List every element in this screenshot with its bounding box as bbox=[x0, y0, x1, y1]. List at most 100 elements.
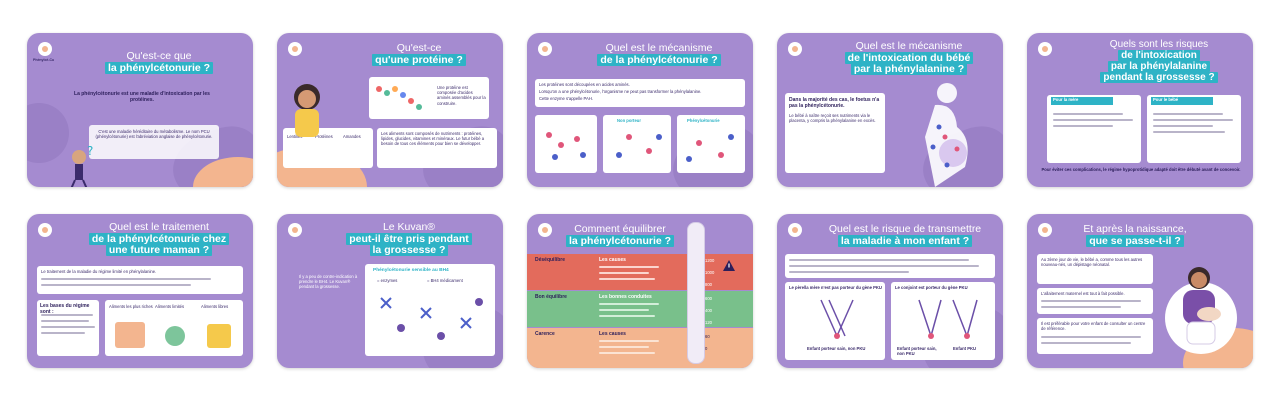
brand-logo-icon bbox=[288, 223, 302, 237]
molecule-dots-icon bbox=[546, 132, 734, 162]
carrier-child-caption: Enfant porteur sain, non PKU bbox=[897, 346, 937, 357]
scale-tick-1200: 1200 bbox=[705, 258, 715, 263]
baby-risk-heading: Pour le bébé bbox=[1151, 97, 1213, 105]
slide-title: Quel est le risque de transmettre la mal… bbox=[828, 223, 982, 247]
scale-tick-0: 0 bbox=[705, 346, 708, 351]
intoxication-bold-text: Dans la majorité des cas, le foetus n'a … bbox=[789, 97, 880, 109]
scale-tick-800: 800 bbox=[705, 282, 712, 287]
food-label-almonds: Amandes bbox=[343, 134, 361, 139]
scale-tick-400: 400 bbox=[705, 308, 712, 313]
row-label-deficiency: Carence bbox=[535, 331, 555, 337]
mechanism-bullet-1: Les protéines sont découpées en acides a… bbox=[539, 82, 630, 87]
slide-title: Qu'est-ce qu'une protéine ? bbox=[347, 42, 491, 66]
deficiency-row bbox=[527, 328, 753, 368]
phenylalanine-thermometer bbox=[687, 222, 705, 364]
scale-tick-60: 60 bbox=[705, 334, 710, 339]
mother-breastfeeding-icon bbox=[1165, 267, 1237, 354]
slide-thumbnail-3[interactable]: Quel est le mécanisme de la phénylcétonu… bbox=[527, 33, 753, 187]
scale-tick-120: 120 bbox=[705, 320, 712, 325]
slide-title: Comment équilibrer la phénylcétonurie ? bbox=[557, 223, 683, 247]
newborn-screening-text: Au 3ème jour de vie, le bébé a, comme to… bbox=[1041, 257, 1143, 268]
slide-thumbnail-8[interactable]: Comment équilibrer la phénylcétonurie ? … bbox=[527, 214, 753, 368]
brand-logo-icon bbox=[288, 42, 302, 56]
non-carrier-parent-panel bbox=[785, 282, 885, 360]
slide-body-small: C'est une maladie héréditaire du métabol… bbox=[95, 129, 213, 140]
scale-tick-1000: 1000 bbox=[705, 270, 715, 275]
risk-footer-text: Pour éviter ces complications, le régime… bbox=[1041, 167, 1241, 172]
non-carrier-heading: Le père/la mère n'est pas porteur du gèn… bbox=[789, 285, 882, 290]
mother-risk-heading: Pour la mère bbox=[1051, 97, 1113, 105]
brand-logo-icon bbox=[788, 42, 802, 56]
legend-bh4: = BH4 médicament bbox=[427, 278, 463, 283]
brand-logo-icon bbox=[538, 42, 552, 56]
slide-thumbnail-1[interactable]: Phénylcé-Cu Qu'est-ce que la phénylcéton… bbox=[27, 33, 253, 187]
carrier-parent-panel bbox=[891, 282, 995, 360]
diet-basis-panel bbox=[37, 300, 99, 356]
diagram-panel-1 bbox=[535, 115, 597, 173]
non-carrier-child-caption: Enfant porteur sain, non PKU bbox=[807, 346, 866, 351]
row-head-causes-2: Les causes bbox=[599, 331, 626, 337]
food-col-rich: Aliments les plus riches bbox=[109, 304, 153, 309]
diagram-panel-2 bbox=[603, 115, 671, 173]
brand-logo-icon bbox=[1038, 223, 1052, 237]
row-label-good: Bon équilibre bbox=[535, 294, 567, 300]
non-carrier-label: Non porteur bbox=[617, 118, 641, 123]
slide-title: Quel est le mécanisme de la phénylcétonu… bbox=[577, 42, 741, 66]
slide-thumbnail-2[interactable]: Qu'est-ce qu'une protéine ? Une protéine… bbox=[277, 33, 503, 187]
enzyme-diagram-icon bbox=[380, 297, 483, 340]
treatment-intro-text: Le traitement de la maladie du régime li… bbox=[41, 269, 157, 274]
pku-label: Phénylcétonurie bbox=[687, 118, 720, 123]
slide-thumbnail-4[interactable]: Quel est le mécanisme de l'intoxication … bbox=[777, 33, 1003, 187]
carrier-heading: Le conjoint est porteur du gène PKU bbox=[895, 285, 968, 290]
follow-up-text: Il est préférable pour votre enfant de c… bbox=[1041, 321, 1146, 332]
slide-thumbnail-5[interactable]: Quels sont les risques de l'intoxication… bbox=[1027, 33, 1253, 187]
gene-inheritance-diagram-right bbox=[918, 299, 978, 339]
food-col-free: Aliments libres bbox=[201, 304, 229, 309]
intoxication-text-panel bbox=[785, 93, 885, 173]
slide-body-bold: La phénylcétonurie est une maladie d'int… bbox=[74, 91, 210, 103]
mechanism-bullet-3: Cette enzyme s'appelle PAH. bbox=[539, 96, 594, 101]
food-label-lentils: Lentilles bbox=[287, 134, 303, 139]
mother-risk-panel bbox=[1047, 95, 1141, 163]
food-col-limited: Aliments limités bbox=[155, 304, 185, 309]
slide-thumbnail-7[interactable]: Le Kuvan® peut-il être pris pendant la g… bbox=[277, 214, 503, 368]
treatment-intro-panel bbox=[37, 266, 243, 294]
bh4-panel-heading: Phénylcétonurie sensible au BH4 bbox=[373, 268, 449, 273]
brand-logo-icon bbox=[788, 223, 802, 237]
slide-thumbnail-6[interactable]: Quel est le traitement de la phénylcéton… bbox=[27, 214, 253, 368]
nutrient-panel bbox=[377, 128, 497, 168]
slide-title: Quel est le traitement de la phénylcéton… bbox=[77, 221, 241, 257]
slide-title: Et après la naissance, que se passe-t-il… bbox=[1083, 223, 1187, 247]
slide-thumbnail-9[interactable]: Quel est le risque de transmettre la mal… bbox=[777, 214, 1003, 368]
row-label-imbalance: Déséquilibre bbox=[535, 257, 566, 263]
slide-title: Le Kuvan® peut-il être pris pendant la g… bbox=[327, 221, 491, 257]
slide-title: Quel est le mécanisme de l'intoxication … bbox=[827, 40, 991, 76]
slide-thumbnail-10[interactable]: Et après la naissance, que se passe-t-il… bbox=[1027, 214, 1253, 368]
pku-child-caption: Enfant PKU bbox=[953, 346, 977, 351]
thinking-character-icon: ? bbox=[70, 144, 93, 187]
food-label-proteins: Protéines bbox=[315, 134, 333, 139]
protein-definition-text: Une protéine est composée d'acides aminé… bbox=[437, 85, 486, 106]
brand-logo-icon bbox=[1038, 42, 1052, 56]
diagram-panel-3 bbox=[677, 115, 745, 173]
baby-risk-panel bbox=[1147, 95, 1241, 163]
slide-title: Qu'est-ce que la phénylcétonurie ? bbox=[77, 50, 241, 74]
brand-logo-text: Phénylcé-Cu bbox=[33, 58, 55, 62]
newborn-screening-panel bbox=[1037, 254, 1153, 284]
woman-illustration-icon bbox=[294, 84, 320, 137]
nutrient-text: Les aliments sont composés de nutriments… bbox=[381, 131, 485, 147]
gene-inheritance-diagram-left bbox=[820, 299, 854, 339]
brand-logo-icon bbox=[38, 42, 52, 56]
legend-enzymes: = enzymes bbox=[377, 278, 398, 283]
row-head-good-conduct: Les bonnes conduites bbox=[599, 294, 652, 300]
warning-icon bbox=[723, 260, 735, 271]
diet-basis-heading: Les bases du régime sont : bbox=[40, 303, 90, 315]
breastfeeding-text: L'allaitement maternel est tout à fait p… bbox=[1041, 291, 1125, 296]
scale-tick-600: 600 bbox=[705, 296, 712, 301]
amino-acid-panel bbox=[369, 77, 489, 119]
amino-acid-chain-icon bbox=[376, 86, 422, 110]
row-head-causes-1: Les causes bbox=[599, 257, 626, 263]
food-icons bbox=[115, 322, 231, 348]
svg-text:?: ? bbox=[87, 144, 93, 158]
